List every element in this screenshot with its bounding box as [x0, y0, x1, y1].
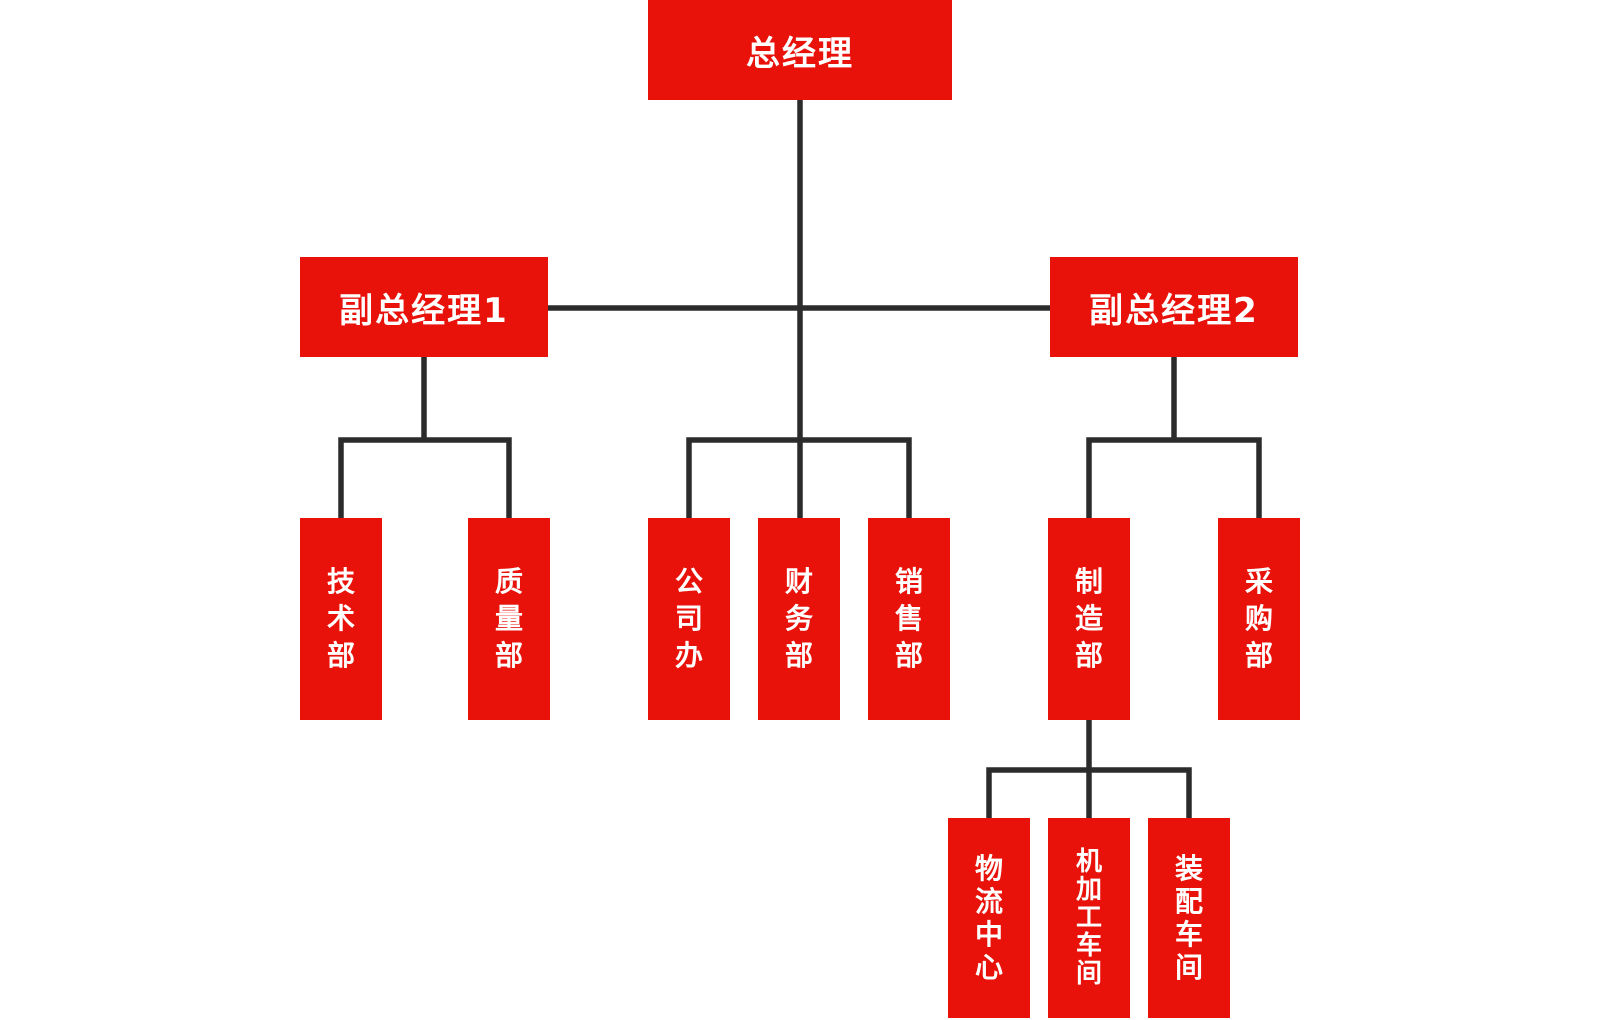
node-general-manager-label: 总经理 — [746, 33, 854, 74]
node-logistics-center-label: 物流中心 — [974, 851, 1003, 984]
node-purchasing-dept: 采购部 — [1218, 518, 1300, 720]
node-sales-dept: 销售部 — [868, 518, 950, 720]
node-quality-dept: 质量部 — [468, 518, 550, 720]
node-deputy-gm-1: 副总经理1 — [300, 257, 548, 357]
node-manufacturing-dept: 制造部 — [1048, 518, 1130, 720]
node-purchasing-dept-label: 采购部 — [1244, 565, 1273, 672]
node-machining-workshop: 机加工车间 — [1048, 818, 1130, 1018]
node-logistics-center: 物流中心 — [948, 818, 1030, 1018]
connector-middle-group — [686, 437, 912, 521]
connector-manufacturing-group — [986, 717, 1192, 821]
node-company-office: 公司办 — [648, 518, 730, 720]
node-finance-dept-label: 财务部 — [784, 565, 813, 672]
node-technology-dept: 技术部 — [300, 518, 382, 720]
node-quality-dept-label: 质量部 — [494, 565, 523, 672]
node-deputy-gm-1-label: 副总经理1 — [339, 290, 509, 331]
node-deputy-gm-2: 副总经理2 — [1050, 257, 1298, 357]
node-finance-dept: 财务部 — [758, 518, 840, 720]
connector-deputy1-group — [338, 354, 512, 521]
node-sales-dept-label: 销售部 — [894, 565, 923, 672]
node-manufacturing-dept-label: 制造部 — [1074, 565, 1103, 672]
node-deputy-gm-2-label: 副总经理2 — [1089, 290, 1259, 331]
node-assembly-workshop: 装配车间 — [1148, 818, 1230, 1018]
connector-deputy2-group — [1086, 354, 1262, 521]
node-machining-workshop-label: 机加工车间 — [1075, 847, 1102, 989]
node-company-office-label: 公司办 — [674, 565, 703, 672]
node-assembly-workshop-label: 装配车间 — [1174, 851, 1203, 984]
node-general-manager: 总经理 — [648, 0, 952, 100]
node-technology-dept-label: 技术部 — [326, 565, 355, 672]
